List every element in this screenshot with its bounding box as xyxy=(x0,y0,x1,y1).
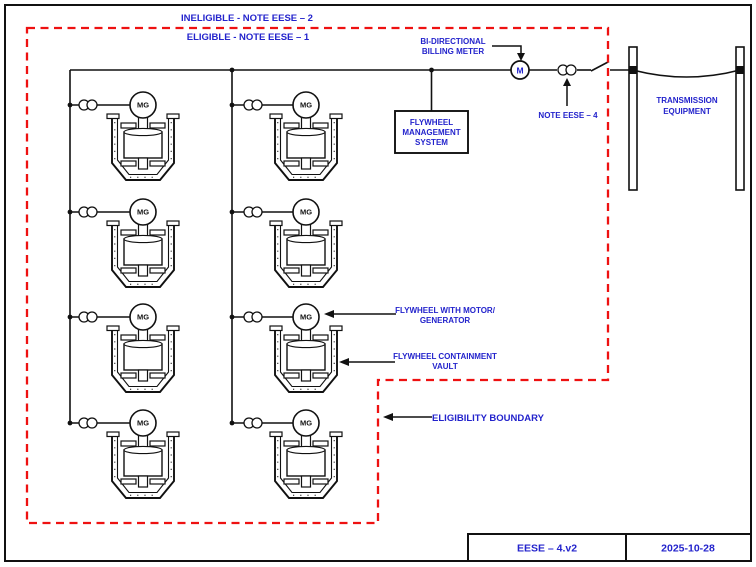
containment-vault-label-line2: VAULT xyxy=(432,362,458,371)
fms-label-line2: MANAGEMENT xyxy=(402,128,460,137)
document-date: 2025-10-28 xyxy=(661,543,715,555)
transmission-pole-right xyxy=(735,46,745,191)
eligible-label: ELIGIBLE - NOTE EESE – 1 xyxy=(187,32,310,43)
left-branch-lines xyxy=(70,104,131,424)
fms-label-line3: SYSTEM xyxy=(415,138,448,147)
mg-label: MG xyxy=(300,313,312,322)
motor-generator-arrowhead xyxy=(324,310,334,318)
note-eese-4-label: NOTE EESE – 4 xyxy=(538,111,598,120)
callout-arrows xyxy=(324,45,571,421)
eligibility-boundary-arrowhead xyxy=(383,413,393,421)
motor-generator-label-line2: GENERATOR xyxy=(420,316,471,325)
billing-meter-arrow-line xyxy=(492,45,522,54)
pole-connection-left xyxy=(629,66,637,74)
motor-generator-label-line1: FLYWHEEL WITH MOTOR/ xyxy=(395,306,496,315)
flywheel-management-system-box: FLYWHEEL MANAGEMENT SYSTEM xyxy=(394,110,469,154)
junction-dots xyxy=(67,67,434,426)
mg-label: MG xyxy=(137,101,149,110)
transmission-label-line2: EQUIPMENT xyxy=(663,107,711,116)
eligibility-boundary-outline xyxy=(25,26,610,525)
mg-label: MG xyxy=(300,101,312,110)
billing-meter-label-line2: BILLING METER xyxy=(422,47,484,56)
mg-label: MG xyxy=(137,208,149,217)
containment-vault-arrowhead xyxy=(339,358,349,366)
mg-label: MG xyxy=(137,313,149,322)
eligibility-boundary-label: ELIGIBILITY BOUNDARY xyxy=(432,413,545,424)
disconnect-switch-blade xyxy=(590,60,610,72)
billing-meter-label-line1: BI-DIRECTIONAL xyxy=(420,37,485,46)
title-block: EESE – 4.v2 2025-10-28 xyxy=(467,533,752,562)
transmission-equipment: TRANSMISSION EQUIPMENT xyxy=(628,46,745,191)
drawing-border xyxy=(4,4,752,562)
transmission-label-line1: TRANSMISSION xyxy=(656,96,718,105)
mg-label: MG xyxy=(300,419,312,428)
containment-vault-label-line1: FLYWHEEL CONTAINMENT xyxy=(393,352,497,361)
transmission-pole-left xyxy=(628,46,638,191)
billing-meter-symbol: M xyxy=(510,60,530,80)
mg-label: MG xyxy=(300,208,312,217)
ineligible-label: INELIGIBLE - NOTE EESE – 2 xyxy=(181,13,313,24)
circuit-wiring xyxy=(69,60,633,424)
mg-labels: MG MG MG MG MG MG MG MG xyxy=(137,101,312,428)
mg-label: MG xyxy=(137,419,149,428)
billing-meter-arrowhead xyxy=(517,53,525,61)
catenary-wire xyxy=(632,69,741,78)
document-number: EESE – 4.v2 xyxy=(517,543,577,555)
fms-label-line1: FLYWHEEL xyxy=(410,118,453,127)
note-eese-4-coupling xyxy=(557,64,577,76)
pole-connection-right xyxy=(736,66,744,74)
title-block-frame xyxy=(467,533,752,562)
middle-branch-lines xyxy=(232,104,294,424)
note-eese-4-arrowhead xyxy=(563,78,571,86)
meter-m-label: M xyxy=(516,66,523,76)
